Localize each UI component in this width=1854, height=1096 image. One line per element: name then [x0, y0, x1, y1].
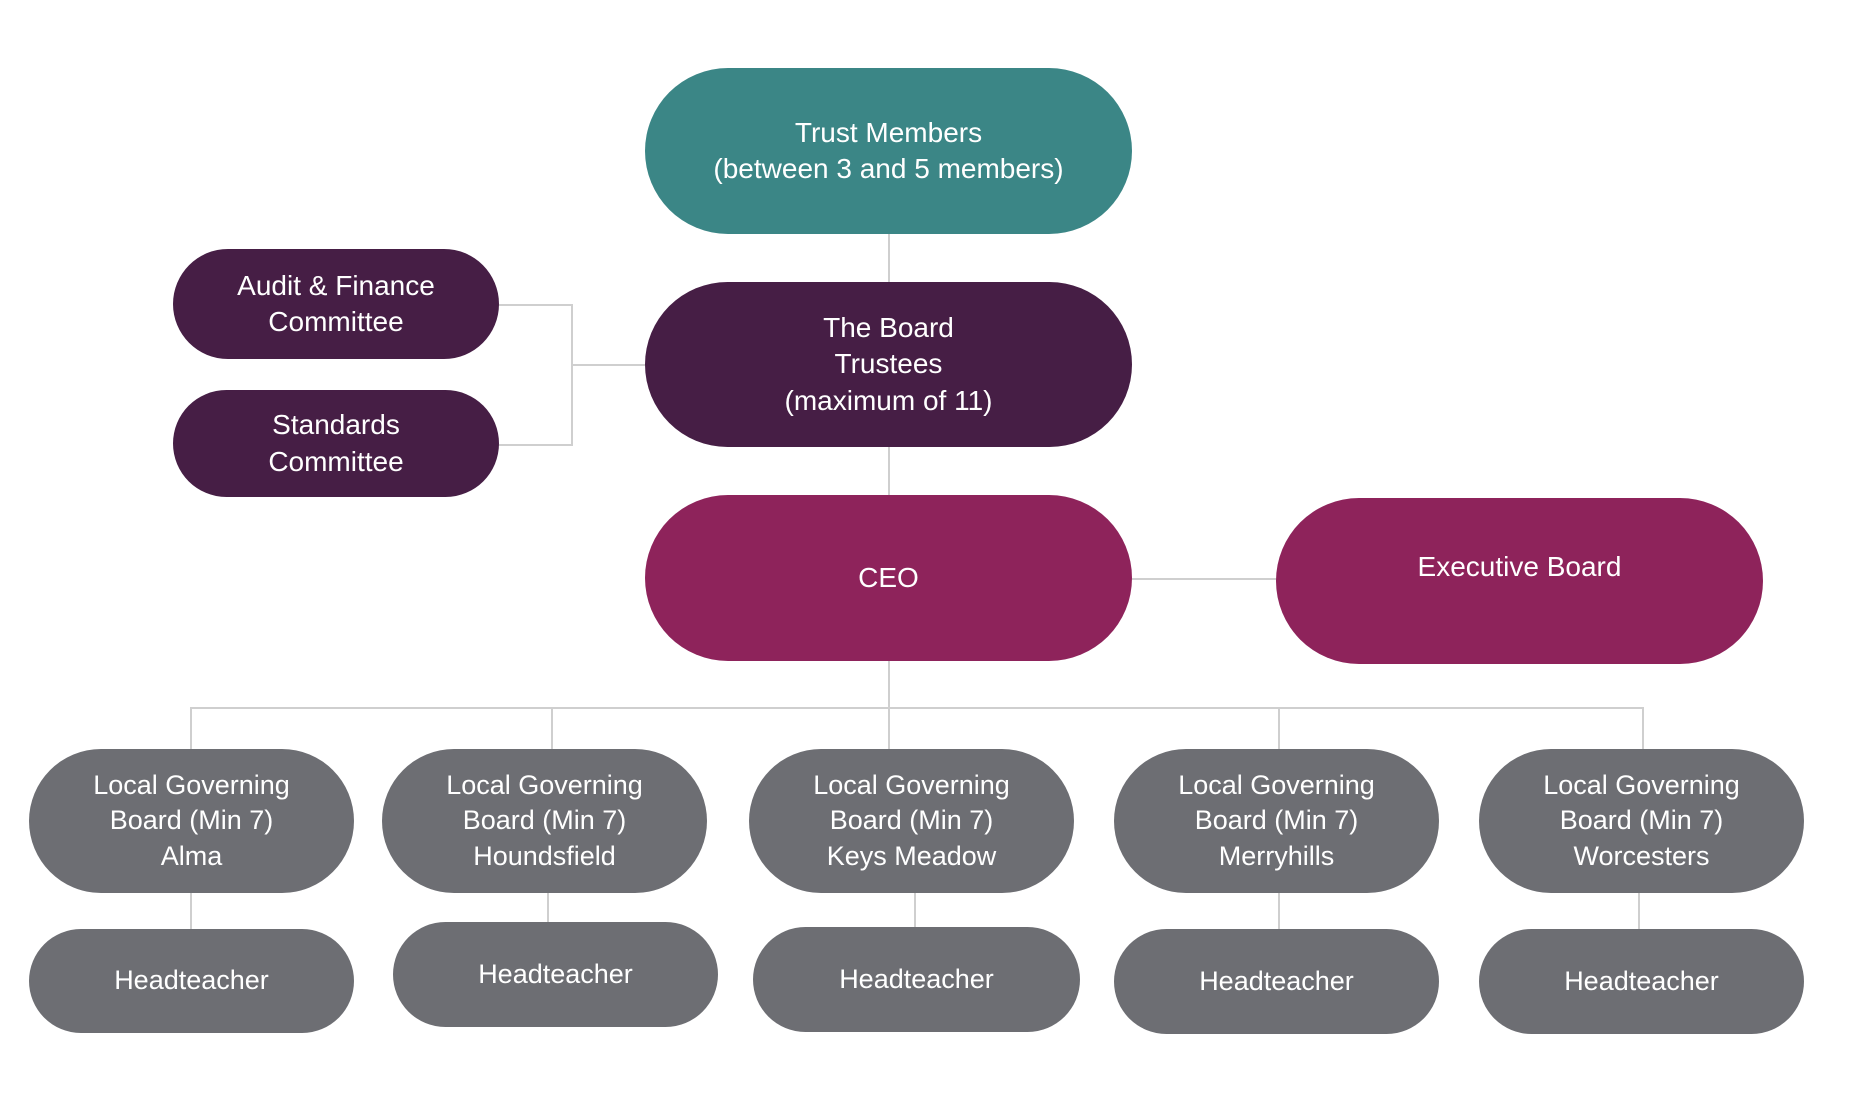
local-board-alma-node: Local Governing Board (Min 7) Alma	[29, 749, 354, 893]
local-board-alma-label: Local Governing Board (Min 7) Alma	[93, 770, 290, 871]
headteacher-merryhills-label: Headteacher	[1199, 965, 1354, 996]
standards-committee-label: Standards Committee	[268, 409, 404, 477]
board-trustees-label: The Board Trustees (maximum of 11)	[784, 311, 993, 416]
connector-local-head-2	[547, 892, 549, 924]
ceo-node: CEO	[645, 495, 1132, 661]
headteacher-keys-meadow-label: Headteacher	[839, 963, 994, 994]
connector-drop-5	[1642, 707, 1644, 750]
connector-drop-2	[551, 707, 553, 750]
local-board-worcesters-node: Local Governing Board (Min 7) Worcesters	[1479, 749, 1804, 893]
connector-committees-v	[571, 304, 573, 446]
connector-drop-4	[1278, 707, 1280, 750]
audit-finance-committee-node: Audit & Finance Committee	[173, 249, 499, 359]
standards-committee-node: Standards Committee	[173, 390, 499, 497]
trust-members-node: Trust Members (between 3 and 5 members)	[645, 68, 1132, 234]
headteacher-worcesters-node: Headteacher	[1479, 929, 1804, 1034]
board-trustees-node: The Board Trustees (maximum of 11)	[645, 282, 1132, 447]
local-board-worcesters-label: Local Governing Board (Min 7) Worcesters	[1543, 770, 1740, 871]
ceo-label: CEO	[858, 561, 919, 593]
connector-local-head-3	[914, 892, 916, 928]
connector-committees-board	[571, 364, 645, 366]
local-board-merryhills-node: Local Governing Board (Min 7) Merryhills	[1114, 749, 1439, 893]
connector-bus	[190, 707, 1644, 709]
audit-finance-committee-label: Audit & Finance Committee	[237, 269, 435, 337]
connector-drop-1	[190, 707, 192, 750]
connector-local-head-4	[1278, 892, 1280, 930]
connector-board-ceo	[888, 444, 890, 496]
executive-board-node: Executive Board	[1276, 498, 1763, 664]
local-board-houndsfield-node: Local Governing Board (Min 7) Houndsfiel…	[382, 749, 707, 893]
executive-board-label: Executive Board	[1417, 550, 1622, 582]
connector-local-head-1	[190, 892, 192, 930]
headteacher-alma-label: Headteacher	[114, 965, 269, 996]
local-board-keys-meadow-label: Local Governing Board (Min 7) Keys Meado…	[813, 770, 1010, 871]
connector-local-head-5	[1638, 892, 1640, 930]
trust-members-label: Trust Members (between 3 and 5 members)	[713, 116, 1064, 184]
connector-members-board	[888, 232, 890, 284]
headteacher-houndsfield-label: Headteacher	[478, 958, 633, 989]
headteacher-alma-node: Headteacher	[29, 929, 354, 1033]
connector-ceo-down	[888, 660, 890, 708]
local-board-houndsfield-label: Local Governing Board (Min 7) Houndsfiel…	[446, 770, 643, 871]
connector-drop-3	[888, 707, 890, 750]
local-board-keys-meadow-node: Local Governing Board (Min 7) Keys Meado…	[749, 749, 1074, 893]
headteacher-keys-meadow-node: Headteacher	[753, 927, 1080, 1032]
headteacher-houndsfield-node: Headteacher	[393, 922, 718, 1027]
headteacher-merryhills-node: Headteacher	[1114, 929, 1439, 1034]
connector-standards-h	[497, 444, 573, 446]
connector-ceo-executive	[1132, 578, 1278, 580]
local-board-merryhills-label: Local Governing Board (Min 7) Merryhills	[1178, 770, 1375, 871]
connector-audit-h	[497, 304, 573, 306]
headteacher-worcesters-label: Headteacher	[1564, 965, 1719, 996]
